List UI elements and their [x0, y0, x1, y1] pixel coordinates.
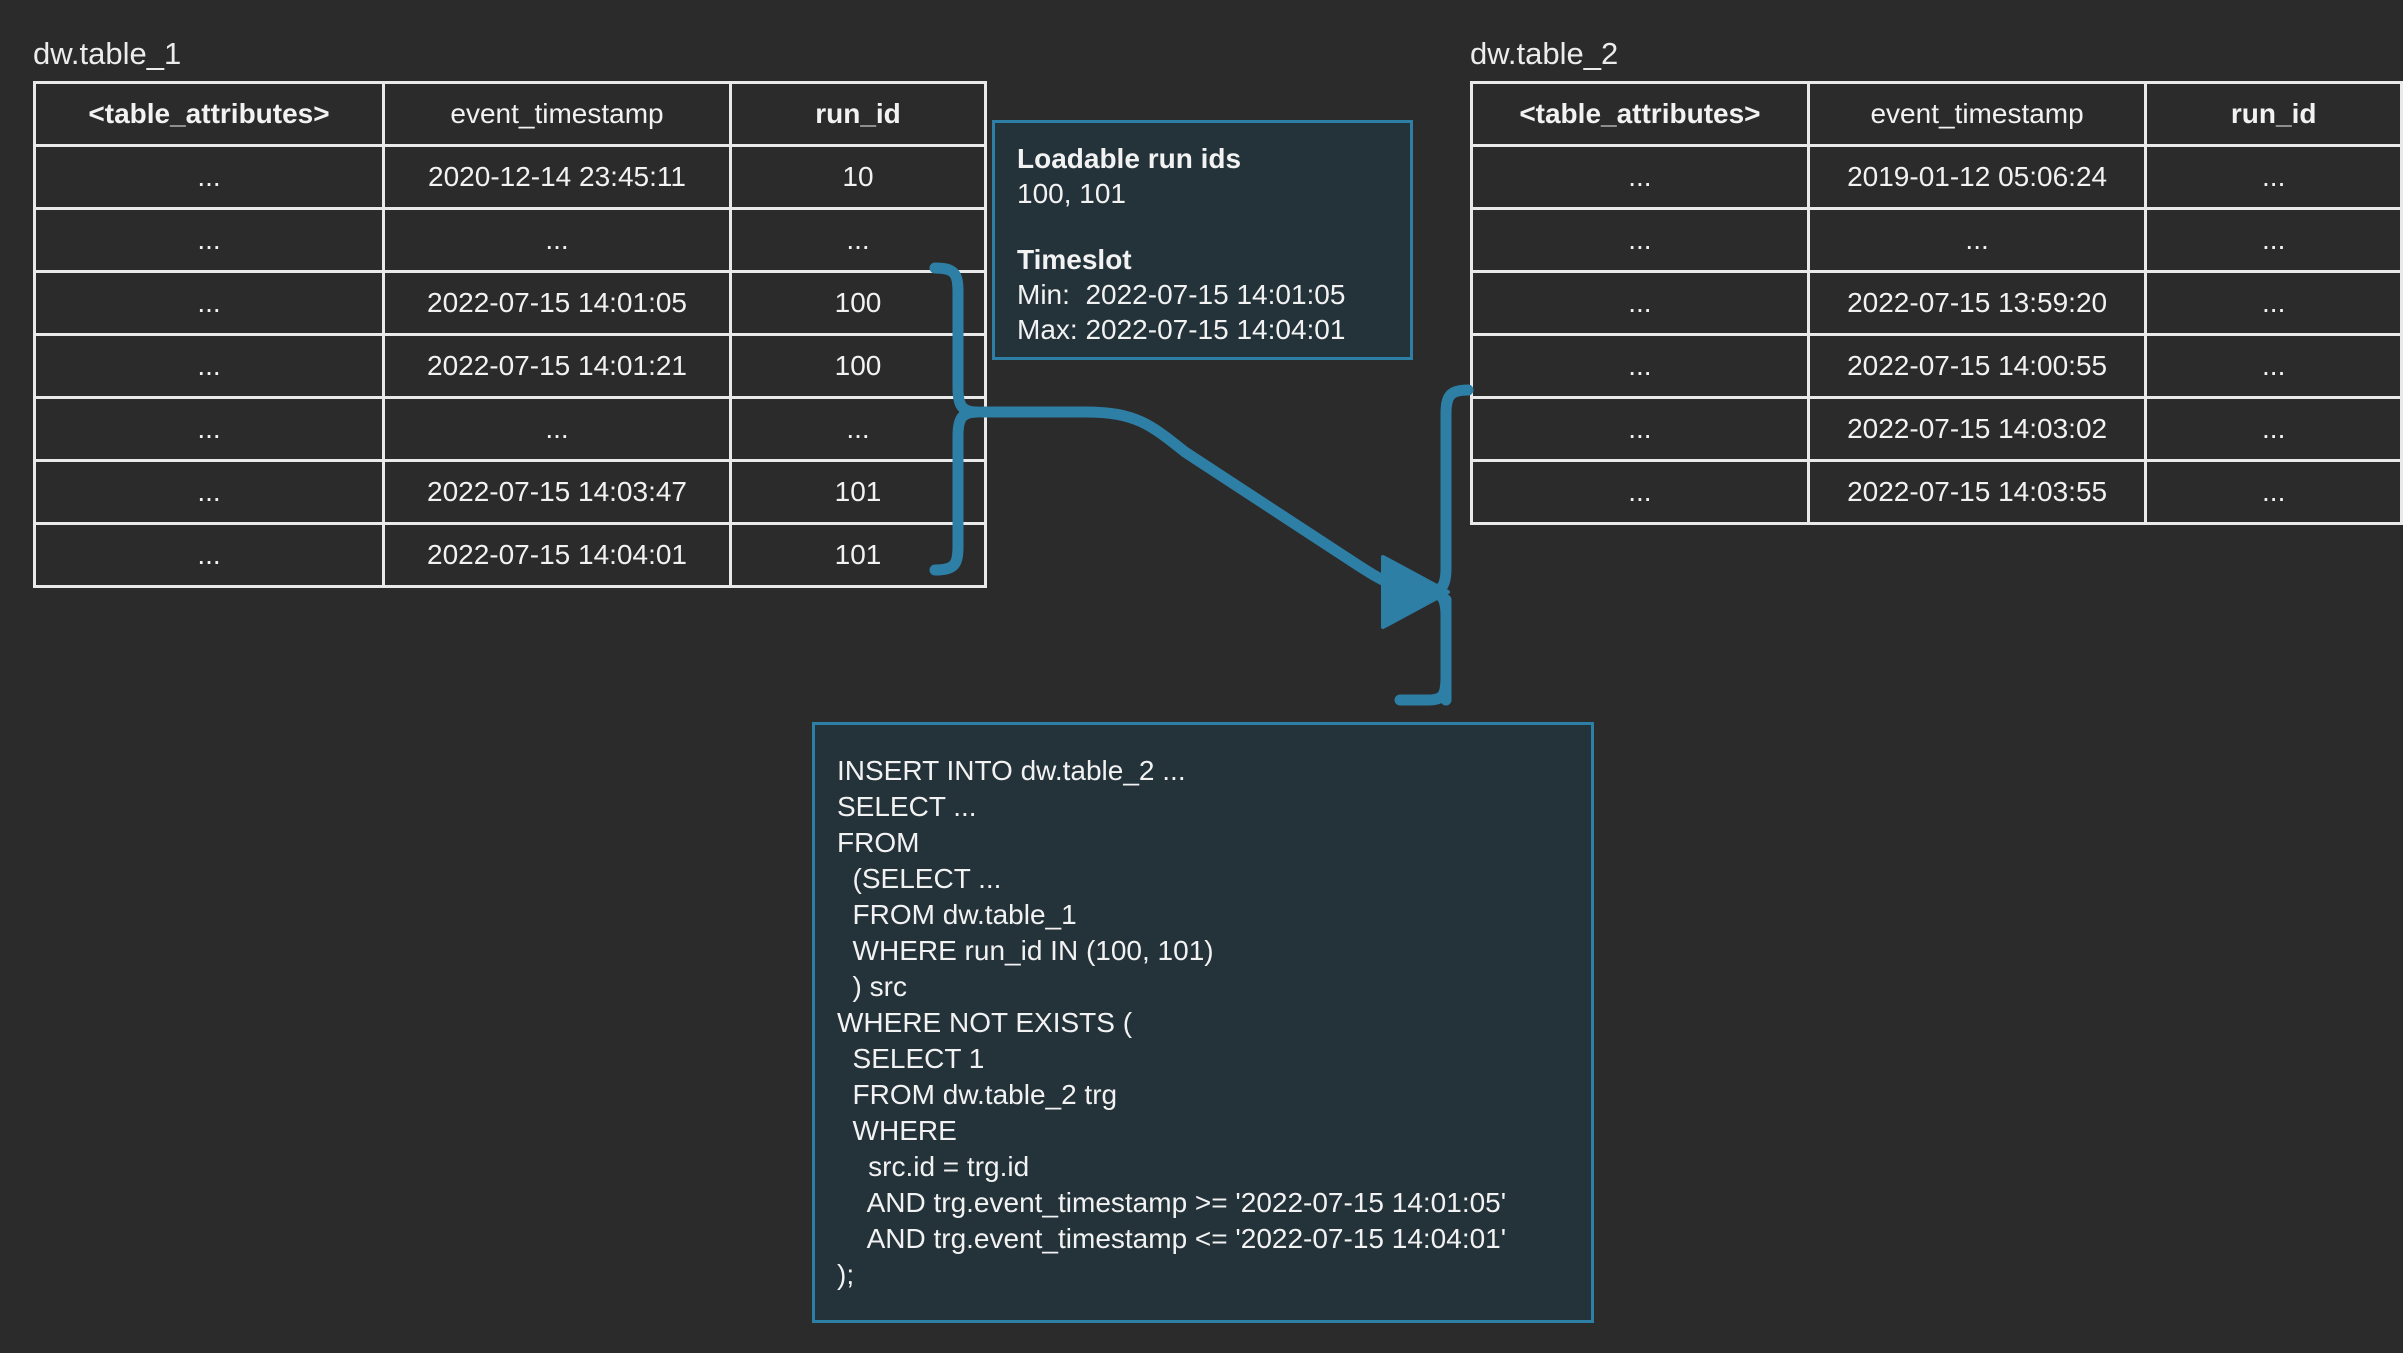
sql-line: (SELECT ...: [837, 863, 1002, 894]
cell-event-timestamp: 2022-07-15 14:01:05: [382, 270, 732, 336]
table-row: ... 2022-07-15 14:01:21 100: [33, 333, 987, 399]
cell-run-id: ...: [2144, 459, 2403, 525]
cell-run-id: 101: [729, 522, 987, 588]
table-row: ... ... ...: [33, 207, 987, 273]
cell-run-id: ...: [2144, 396, 2403, 462]
sql-line: src.id = trg.id: [837, 1151, 1030, 1182]
sql-line: AND trg.event_timestamp <= '2022-07-15 1…: [837, 1223, 1507, 1254]
cell-run-id: ...: [2144, 333, 2403, 399]
sql-line: FROM dw.table_2 trg: [837, 1079, 1118, 1110]
sql-line: WHERE run_id IN (100, 101): [837, 935, 1214, 966]
sql-line: );: [837, 1259, 855, 1290]
table-header-row: <table_attributes> event_timestamp run_i…: [33, 81, 987, 147]
cell-run-id: ...: [2144, 207, 2403, 273]
sql-statement-box: INSERT INTO dw.table_2 ... SELECT ... FR…: [812, 722, 1594, 1323]
table-row: ... 2022-07-15 14:01:05 100: [33, 270, 987, 336]
column-header-run-id: run_id: [2144, 81, 2403, 147]
table-row: ... ... ...: [33, 396, 987, 462]
loadable-runs-info-box: Loadable run ids 100, 101 Timeslot Min: …: [992, 120, 1413, 360]
cell-run-id: ...: [2144, 270, 2403, 336]
cell-run-id: 101: [729, 459, 987, 525]
cell-event-timestamp: ...: [1806, 207, 2148, 273]
cell-run-id: ...: [729, 207, 987, 273]
info-value-timeslot-min: Min: 2022-07-15 14:01:05: [1017, 279, 1346, 310]
cell-event-timestamp: 2022-07-15 14:00:55: [1806, 333, 2148, 399]
cell-event-timestamp: ...: [382, 207, 732, 273]
cell-event-timestamp: 2022-07-15 14:03:55: [1806, 459, 2148, 525]
table-row: ... 2022-07-15 14:03:02 ...: [1470, 396, 2403, 462]
cell-event-timestamp: 2022-07-15 14:03:47: [382, 459, 732, 525]
cell-event-timestamp: 2022-07-15 13:59:20: [1806, 270, 2148, 336]
table-row: ... 2020-12-14 23:45:11 10: [33, 144, 987, 210]
table-row: ... 2022-07-15 14:04:01 101: [33, 522, 987, 588]
column-header-attributes: <table_attributes>: [1470, 81, 1810, 147]
table-header-row: <table_attributes> event_timestamp run_i…: [1470, 81, 2403, 147]
cell-run-id: ...: [729, 396, 987, 462]
cell-run-id: ...: [2144, 144, 2403, 210]
flow-arrow-icon: [1381, 555, 1450, 629]
sql-line: AND trg.event_timestamp >= '2022-07-15 1…: [837, 1187, 1507, 1218]
source-table: <table_attributes> event_timestamp run_i…: [33, 81, 987, 588]
cell-attributes: ...: [1470, 270, 1810, 336]
cell-attributes: ...: [1470, 144, 1810, 210]
cell-attributes: ...: [33, 144, 385, 210]
sql-line: WHERE: [837, 1115, 957, 1146]
cell-event-timestamp: 2022-07-15 14:03:02: [1806, 396, 2148, 462]
target-rows-bracket-icon: [1420, 384, 1474, 670]
source-table-block: dw.table_1 <table_attributes> event_time…: [33, 38, 987, 588]
table-row: ... 2022-07-15 13:59:20 ...: [1470, 270, 2403, 336]
sql-line: ) src: [837, 971, 907, 1002]
sql-line: WHERE NOT EXISTS (: [837, 1007, 1133, 1038]
info-spacer: [1017, 211, 1410, 242]
table-row: ... 2019-01-12 05:06:24 ...: [1470, 144, 2403, 210]
cell-attributes: ...: [33, 333, 385, 399]
cell-event-timestamp: 2020-12-14 23:45:11: [382, 144, 732, 210]
table-row: ... 2022-07-15 14:00:55 ...: [1470, 333, 2403, 399]
cell-attributes: ...: [1470, 396, 1810, 462]
cell-run-id: 100: [729, 333, 987, 399]
cell-attributes: ...: [1470, 459, 1810, 525]
sql-line: INSERT INTO dw.table_2 ...: [837, 755, 1186, 786]
cell-attributes: ...: [33, 270, 385, 336]
column-header-run-id: run_id: [729, 81, 987, 147]
table-row: ... 2022-07-15 14:03:55 ...: [1470, 459, 2403, 525]
info-heading-loadable-run-ids: Loadable run ids: [1017, 143, 1242, 174]
source-table-caption: dw.table_1: [33, 36, 182, 71]
cell-attributes: ...: [33, 459, 385, 525]
cell-attributes: ...: [1470, 333, 1810, 399]
info-value-timeslot-max: Max: 2022-07-15 14:04:01: [1017, 314, 1346, 345]
cell-event-timestamp: 2019-01-12 05:06:24: [1806, 144, 2148, 210]
info-value-run-ids: 100, 101: [1017, 178, 1126, 209]
target-table: <table_attributes> event_timestamp run_i…: [1470, 81, 2403, 525]
target-table-block: dw.table_2 <table_attributes> event_time…: [1470, 38, 2403, 525]
cell-run-id: 100: [729, 270, 987, 336]
sql-line: SELECT ...: [837, 791, 977, 822]
target-table-caption: dw.table_2: [1470, 36, 1619, 71]
column-header-event-timestamp: event_timestamp: [1806, 81, 2148, 147]
cell-event-timestamp: 2022-07-15 14:01:21: [382, 333, 732, 399]
cell-event-timestamp: ...: [382, 396, 732, 462]
flow-line: [976, 406, 1446, 598]
bracket-to-sql-path: [1394, 594, 1452, 706]
cell-run-id: 10: [729, 144, 987, 210]
cell-attributes: ...: [1470, 207, 1810, 273]
info-heading-timeslot: Timeslot: [1017, 244, 1132, 275]
column-header-event-timestamp: event_timestamp: [382, 81, 732, 147]
column-header-attributes: <table_attributes>: [33, 81, 385, 147]
table-row: ... 2022-07-15 14:03:47 101: [33, 459, 987, 525]
cell-attributes: ...: [33, 522, 385, 588]
table-row: ... ... ...: [1470, 207, 2403, 273]
sql-line: FROM: [837, 827, 920, 858]
cell-event-timestamp: 2022-07-15 14:04:01: [382, 522, 732, 588]
sql-line: FROM dw.table_1: [837, 899, 1077, 930]
cell-attributes: ...: [33, 396, 385, 462]
cell-attributes: ...: [33, 207, 385, 273]
sql-line: SELECT 1: [837, 1043, 985, 1074]
